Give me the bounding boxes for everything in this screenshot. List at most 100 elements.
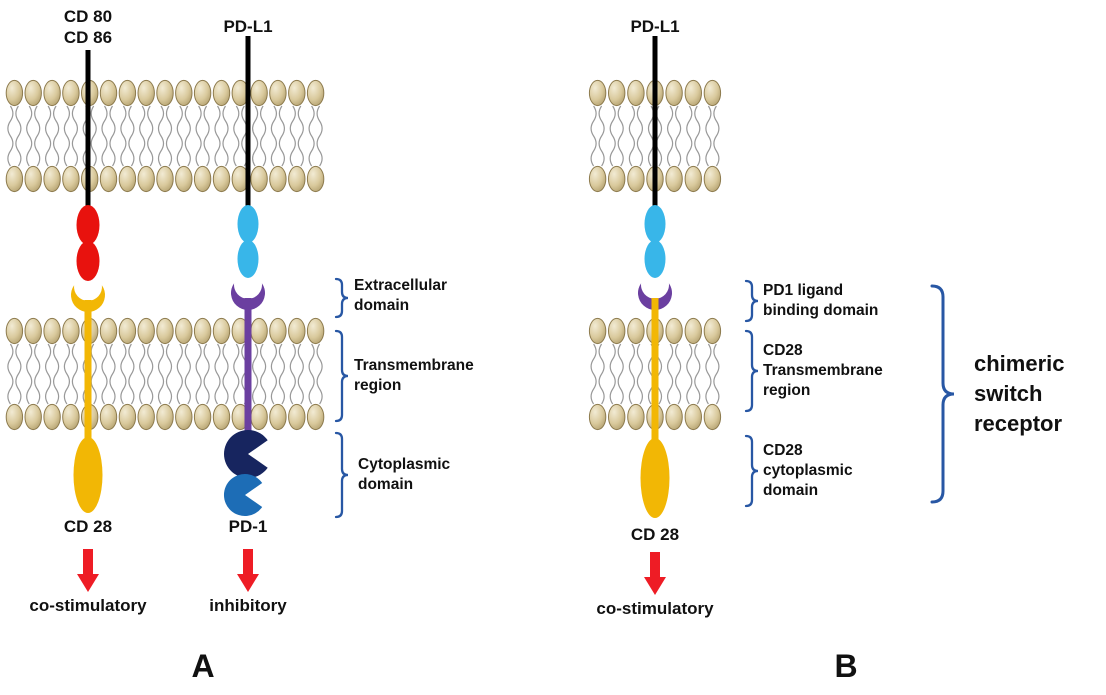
lipid-head [588, 317, 607, 345]
pd1-ligand-binding-crescent [638, 283, 672, 310]
cd28-cytoplasmic-domain [73, 437, 103, 513]
pdl1-ligand-domain-1-a [237, 205, 259, 243]
extracellular-line1: Extracellular [354, 277, 448, 294]
lipid-head [703, 165, 722, 193]
lipid-head [118, 403, 137, 431]
lipid-head [137, 79, 155, 107]
arrow-head [77, 574, 99, 592]
pdl1-label-line-a: PD-L1 [223, 17, 273, 36]
lipid-head [193, 403, 212, 431]
arrow-head [237, 574, 259, 592]
panel-a-letter-text: A [191, 648, 215, 684]
transmembrane-region-brace [334, 329, 349, 423]
cd28-receptor-label-a: CD 28 [64, 516, 112, 537]
pd1-cytoplasmic-domain-itsm [223, 474, 263, 517]
lipid-tails [590, 105, 720, 167]
cd28-cytoplasmic-line2: cytoplasmic [763, 462, 853, 479]
arrow-shaft [243, 549, 253, 576]
lipid-head [665, 165, 683, 193]
lipid-head [175, 79, 193, 107]
lipid-head [43, 317, 61, 345]
pd1-label-line: PD-1 [228, 517, 268, 536]
lipid-head [703, 79, 722, 107]
lipid-head [24, 79, 42, 107]
lipid-head [5, 79, 24, 107]
lipid-head [665, 403, 683, 431]
extracellular-line2: domain [354, 297, 410, 314]
panel-b-cell-membrane [588, 317, 722, 431]
lipid-head [288, 79, 306, 107]
lipid-head [156, 317, 174, 345]
lipid-head [250, 79, 268, 107]
panel-a-pd1-receptor [223, 36, 268, 517]
lipid-head [24, 165, 42, 193]
pdl1-ligand-label-a: PD-L1 [223, 16, 272, 37]
cd28-transmembrane-stalk-b [651, 298, 659, 440]
lipid-head [269, 317, 287, 345]
lipid-head [5, 403, 24, 431]
lipid-head [118, 165, 137, 193]
lipid-head [212, 317, 231, 345]
lipid-head [62, 165, 80, 193]
lipid-head [288, 317, 306, 345]
cd80-label-line: CD 80 [63, 7, 113, 26]
cd28-receptor-label-b: CD 28 [631, 524, 679, 545]
cd28-transmembrane-brace [744, 329, 759, 413]
lipid-head [306, 317, 325, 345]
lipid-head [193, 317, 212, 345]
lipid-head [588, 79, 607, 107]
transmembrane-line2: region [354, 377, 402, 394]
inhibitory-arrow-a [237, 549, 259, 592]
lipid-head [5, 317, 24, 345]
lipid-head [62, 317, 80, 345]
arrow-shaft [650, 552, 660, 579]
lipid-head [665, 317, 683, 345]
lipid-head [608, 79, 626, 107]
cd28-cytoplasmic-line3: domain [763, 482, 819, 499]
lipid-head [175, 403, 193, 431]
lipid-head [137, 317, 155, 345]
cytoplasmic-line1: Cytoplasmic [358, 456, 451, 473]
cd28-label-line-b: CD 28 [630, 525, 680, 544]
lipid-head [62, 79, 80, 107]
chimeric-switch-receptor-label: chimeric switch receptor [974, 349, 1065, 439]
pd1-receptor-label: PD-1 [229, 516, 268, 537]
pd1-ligand-binding-line1: PD1 ligand [763, 282, 844, 299]
lipid-head [193, 165, 212, 193]
chimeric-line2: switch [974, 381, 1043, 406]
lipid-head [684, 165, 702, 193]
lipid-head [99, 79, 118, 107]
pdl1-label-line-b: PD-L1 [630, 17, 680, 36]
chimeric-line1: chimeric [974, 351, 1065, 376]
extracellular-domain-label: Extracellular domain [354, 276, 447, 316]
cd28-transmembrane-line1: CD28 [763, 342, 803, 359]
lipid-head [156, 165, 174, 193]
lipid-head [288, 403, 306, 431]
lipid-head [588, 165, 607, 193]
pdl1-ligand-domain-2-b [644, 240, 666, 278]
lipid-head [684, 403, 702, 431]
lipid-head [43, 165, 61, 193]
cd28-extracellular-crescent [71, 285, 105, 312]
lipid-head [608, 165, 626, 193]
panel-b-outer-membrane [588, 79, 722, 193]
arrow-shaft [83, 549, 93, 576]
cd80-86-ligand-domain-2 [76, 241, 100, 281]
panel-b-letter: B [834, 648, 857, 684]
lipid-head [156, 79, 174, 107]
lipid-head [627, 317, 645, 345]
lipid-head [99, 317, 118, 345]
pd1-cytoplasmic-domain-itim [223, 430, 268, 479]
costimulatory-line-a: co-stimulatory [29, 596, 147, 615]
costimulatory-line-b: co-stimulatory [596, 599, 714, 618]
cd28-transmembrane-line2: Transmembrane [763, 362, 883, 379]
lipid-head [588, 403, 607, 431]
arrow-head [644, 577, 666, 595]
lipid-head [250, 403, 268, 431]
pd1-ligand-binding-label: PD1 ligand binding domain [763, 281, 878, 321]
cd80-86-ligand-domain-1 [76, 205, 100, 245]
lipid-head [306, 403, 325, 431]
costimulatory-label-a: co-stimulatory [29, 595, 146, 616]
